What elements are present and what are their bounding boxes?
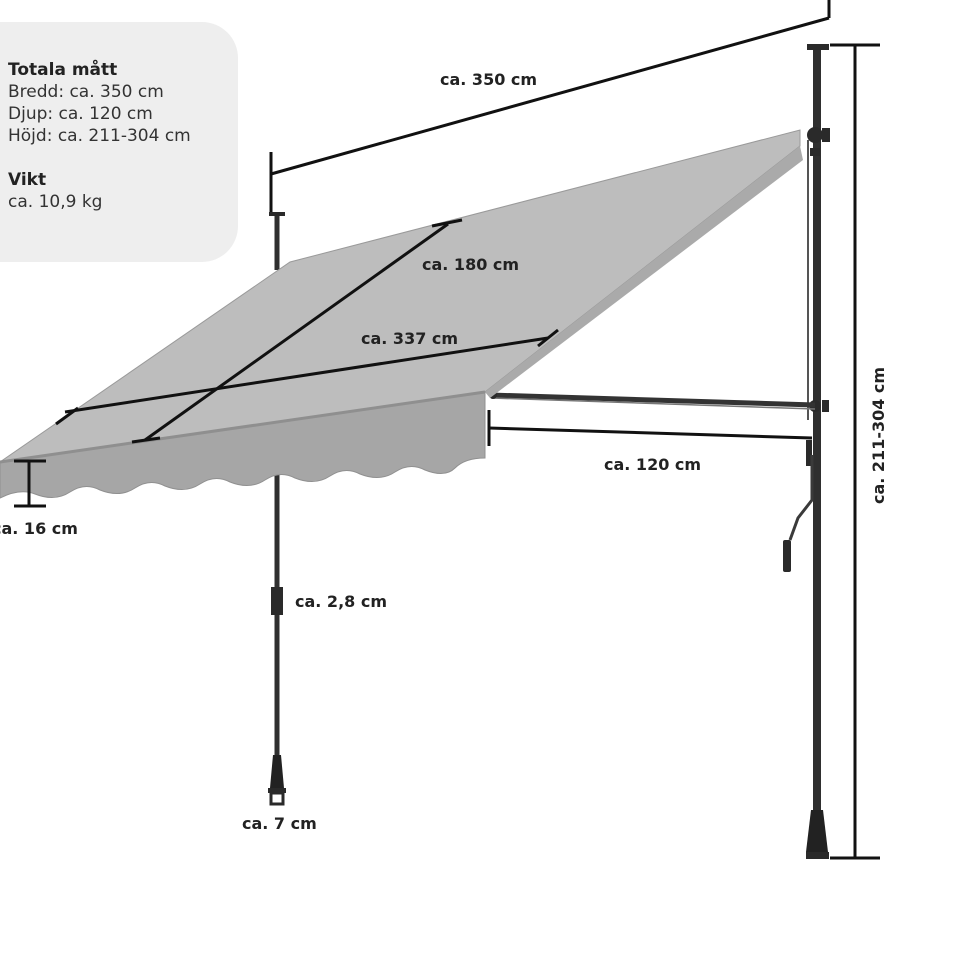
label-valance-height: ca. 16 cm [0,519,78,538]
right-pole-foot [806,810,828,852]
right-pole [806,44,830,859]
label-foot-size: ca. 7 cm [242,814,317,833]
spec-heading-weight: Vikt [8,170,47,190]
left-pole-foot [268,788,286,793]
label-pole-height: ca. 211-304 cm [869,367,888,504]
crank-handle [783,455,814,572]
label-pole-diameter: ca. 2,8 cm [295,592,387,611]
top-bracket [807,127,823,143]
spec-card [0,22,238,262]
label-total-width: ca. 350 cm [440,70,537,89]
spec-width: Bredd: ca. 350 cm [8,82,164,102]
spec-heading-total: Totala mått [8,60,118,80]
pole-clamp [271,587,283,615]
valance [0,391,486,499]
spec-height: Höjd: ca. 211-304 cm [8,126,191,146]
support-arm [489,391,816,410]
label-canopy-depth: ca. 180 cm [422,255,519,274]
spec-weight: ca. 10,9 kg [8,192,103,212]
label-arm-projection: ca. 120 cm [604,455,701,474]
dimension-lines [14,0,880,860]
left-pole [268,212,286,806]
label-canopy-width: ca. 337 cm [361,329,458,348]
spec-depth: Djup: ca. 120 cm [8,104,153,124]
